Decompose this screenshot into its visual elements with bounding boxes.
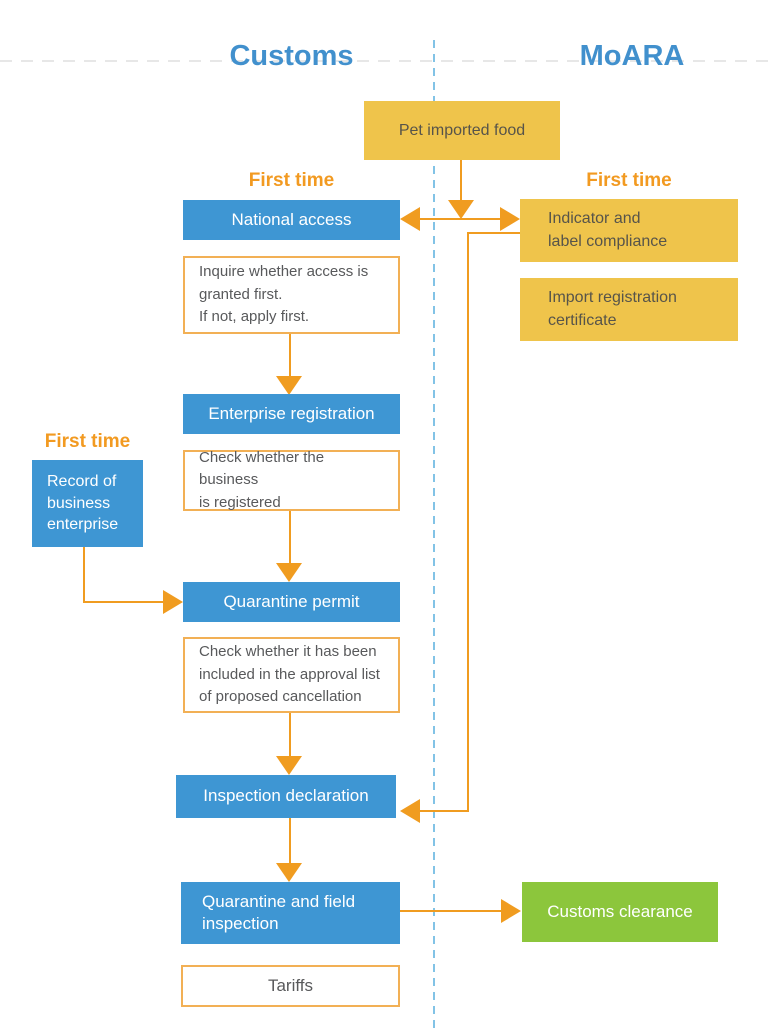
node-label: Tariffs: [267, 976, 314, 996]
column-header-moara: MoARA: [579, 40, 685, 72]
edge-approval-down-line: [289, 713, 291, 757]
node-inspection-declaration: Inspection declaration: [176, 775, 396, 818]
note-inquire-access: Inquire whether access is granted first.…: [183, 256, 400, 334]
node-quarantine-field-inspection: Quarantine and field inspection: [181, 882, 400, 944]
node-label-line: Import registration: [548, 289, 677, 307]
node-record-business-enterprise: Record of business enterprise: [32, 460, 143, 547]
edge-business-down-line: [289, 511, 291, 564]
edge-clearance-horizontal-line: [400, 910, 502, 912]
arrow-right-icon: [500, 207, 520, 231]
arrow-right-icon: [501, 899, 521, 923]
note-check-approval-list: Check whether it has been included in th…: [183, 637, 400, 713]
arrow-down-icon: [276, 756, 302, 775]
node-label-line: Quarantine and field: [202, 891, 356, 911]
note-check-business: Check whether the business is registered: [183, 448, 400, 511]
node-quarantine-permit: Quarantine permit: [183, 582, 400, 622]
edge-junction-horizontal-line: [418, 218, 503, 220]
node-label: Pet imported food: [398, 121, 526, 139]
arrow-down-icon: [276, 563, 302, 582]
node-national-access: National access: [183, 200, 400, 240]
edge-inspection-down-line: [289, 818, 291, 864]
edge-pet-down-line: [460, 158, 462, 200]
node-label-line: certificate: [548, 311, 617, 329]
first-time-label-indicator: First time: [586, 170, 672, 191]
note-line: included in the approval list: [199, 665, 380, 683]
first-time-label-national-access: First time: [248, 170, 335, 191]
edge-record-horizontal-line: [83, 601, 165, 603]
note-line: is registered: [199, 493, 281, 511]
edge-indicator-elbow-bottom-line: [420, 810, 469, 812]
edge-indicator-down-line: [467, 232, 469, 812]
node-label: Customs clearance: [547, 901, 693, 921]
arrow-down-icon: [276, 376, 302, 395]
arrow-down-icon: [276, 863, 302, 882]
edge-inquire-down-line: [289, 333, 291, 377]
edge-indicator-elbow-top-line: [467, 232, 520, 234]
note-line: If not, apply first.: [199, 308, 310, 326]
node-import-registration-certificate: Import registration certificate: [520, 278, 738, 341]
arrow-left-icon: [400, 207, 420, 231]
node-enterprise-registration: Enterprise registration: [183, 394, 400, 434]
node-label-line: inspection: [202, 914, 279, 933]
first-time-label-record: First time: [44, 431, 131, 452]
note-line: of proposed cancellation: [199, 688, 362, 706]
lane-divider-dashed-line: [433, 40, 435, 1032]
node-label-line: enterprise: [47, 516, 119, 534]
arrow-down-icon: [448, 200, 474, 219]
note-line: Inquire whether access is: [199, 263, 369, 281]
note-line: granted first.: [199, 285, 283, 303]
node-tariffs: Tariffs: [181, 965, 400, 1007]
arrow-left-icon: [400, 799, 420, 823]
column-header-customs: Customs: [229, 40, 354, 72]
note-line: Check whether the business: [199, 448, 325, 489]
header-divider-dashed-line: [0, 60, 768, 62]
node-label: Inspection declaration: [203, 786, 369, 806]
arrow-right-icon: [163, 590, 183, 614]
node-label-line: Record of: [47, 473, 117, 491]
node-indicator-label-compliance: Indicator and label compliance: [520, 199, 738, 262]
node-label: Quarantine permit: [223, 591, 360, 611]
node-label: Enterprise registration: [208, 403, 375, 423]
edge-record-down-line: [83, 547, 85, 603]
note-line: Check whether it has been: [199, 643, 377, 661]
node-customs-clearance: Customs clearance: [522, 882, 718, 942]
node-pet-imported-food: Pet imported food: [364, 101, 560, 160]
node-label: National access: [231, 209, 352, 229]
node-label-line: Indicator and: [548, 210, 641, 228]
node-label-line: label compliance: [548, 232, 668, 250]
node-label-line: business: [47, 494, 111, 512]
